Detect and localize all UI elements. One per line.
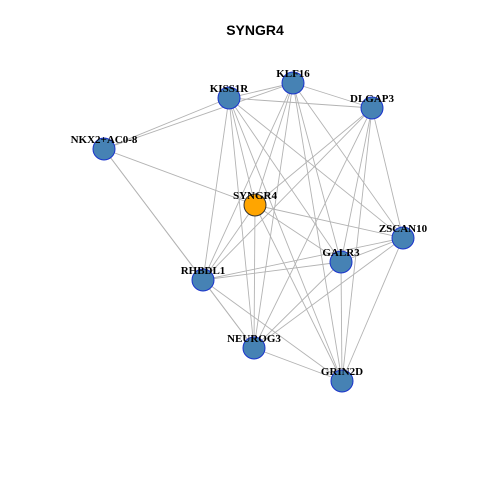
node-galr3[interactable]: GALR3 — [322, 247, 360, 274]
edge-rhbdl1-grin2d — [202, 279, 343, 382]
node-label: GALR3 — [322, 247, 360, 259]
edge-dlgap3-galr3 — [340, 107, 373, 263]
edge-neurog3-grin2d — [253, 347, 343, 382]
node-circle[interactable] — [329, 250, 353, 274]
edge-dlgap3-syngr4 — [254, 107, 373, 206]
node-grin2d[interactable]: GRIN2D — [321, 366, 363, 393]
edge-galr3-rhbdl1 — [202, 261, 342, 281]
node-circle[interactable] — [391, 226, 415, 250]
edge-kiss1r-rhbdl1 — [202, 97, 230, 281]
edge-klf16-neurog3 — [253, 82, 294, 349]
edge-klf16-rhbdl1 — [202, 82, 294, 281]
node-zscan10[interactable]: ZSCAN10 — [379, 223, 428, 250]
edge-dlgap3-grin2d — [341, 107, 373, 382]
node-label: ZSCAN10 — [379, 223, 428, 235]
edge-kiss1r-zscan10 — [228, 97, 404, 239]
node-circle[interactable] — [191, 268, 215, 292]
edge-syngr4-zscan10 — [254, 204, 404, 239]
edge-dlgap3-neurog3 — [253, 107, 373, 349]
node-label: KISS1R — [210, 83, 250, 95]
edge-klf16-zscan10 — [292, 82, 404, 239]
node-nkx2-ac0-8[interactable]: NKX2+AC0-8 — [71, 134, 138, 161]
node-label: NKX2+AC0-8 — [71, 134, 138, 146]
node-circle[interactable] — [217, 86, 241, 110]
edge-dlgap3-rhbdl1 — [202, 107, 373, 281]
edge-syngr4-galr3 — [254, 204, 342, 263]
node-circle[interactable] — [330, 369, 354, 393]
edge-klf16-nkx2-ac0-8 — [103, 82, 294, 150]
node-circle[interactable] — [242, 336, 266, 360]
edge-layer — [103, 82, 404, 382]
edge-klf16-grin2d — [292, 82, 343, 382]
node-neurog3[interactable]: NEUROG3 — [227, 333, 281, 360]
node-klf16[interactable]: KLF16 — [276, 68, 310, 95]
edge-kiss1r-syngr4 — [228, 97, 256, 206]
edge-zscan10-grin2d — [341, 237, 404, 382]
edge-zscan10-rhbdl1 — [202, 237, 404, 281]
node-circle[interactable] — [243, 193, 267, 217]
node-label: KLF16 — [276, 68, 310, 80]
node-label: DLGAP3 — [350, 93, 395, 105]
node-label: GRIN2D — [321, 366, 363, 378]
edge-nkx2-ac0-8-syngr4 — [103, 148, 256, 206]
node-label: RHBDL1 — [181, 265, 226, 277]
node-dlgap3[interactable]: DLGAP3 — [350, 93, 395, 120]
edge-klf16-dlgap3 — [292, 82, 373, 109]
edge-kiss1r-dlgap3 — [228, 97, 373, 109]
edge-kiss1r-neurog3 — [228, 97, 255, 349]
node-label: NEUROG3 — [227, 333, 281, 345]
edge-galr3-neurog3 — [253, 261, 342, 349]
edge-dlgap3-zscan10 — [371, 107, 404, 239]
edge-galr3-grin2d — [340, 261, 343, 382]
node-circle[interactable] — [281, 71, 305, 95]
edge-klf16-galr3 — [292, 82, 342, 263]
edge-klf16-syngr4 — [254, 82, 294, 206]
edge-rhbdl1-neurog3 — [202, 279, 255, 349]
node-syngr4[interactable]: SYNGR4 — [233, 190, 278, 217]
node-label: SYNGR4 — [233, 190, 278, 202]
edge-syngr4-neurog3 — [253, 204, 256, 349]
edge-kiss1r-nkx2-ac0-8 — [103, 97, 230, 150]
node-rhbdl1[interactable]: RHBDL1 — [181, 265, 226, 292]
edge-zscan10-neurog3 — [253, 237, 404, 349]
node-kiss1r[interactable]: KISS1R — [210, 83, 250, 110]
graph-title: SYNGR4 — [226, 22, 284, 38]
node-circle[interactable] — [92, 137, 116, 161]
edge-kiss1r-grin2d — [228, 97, 343, 382]
edge-syngr4-rhbdl1 — [202, 204, 256, 281]
node-circle[interactable] — [360, 96, 384, 120]
edge-syngr4-grin2d — [254, 204, 343, 382]
